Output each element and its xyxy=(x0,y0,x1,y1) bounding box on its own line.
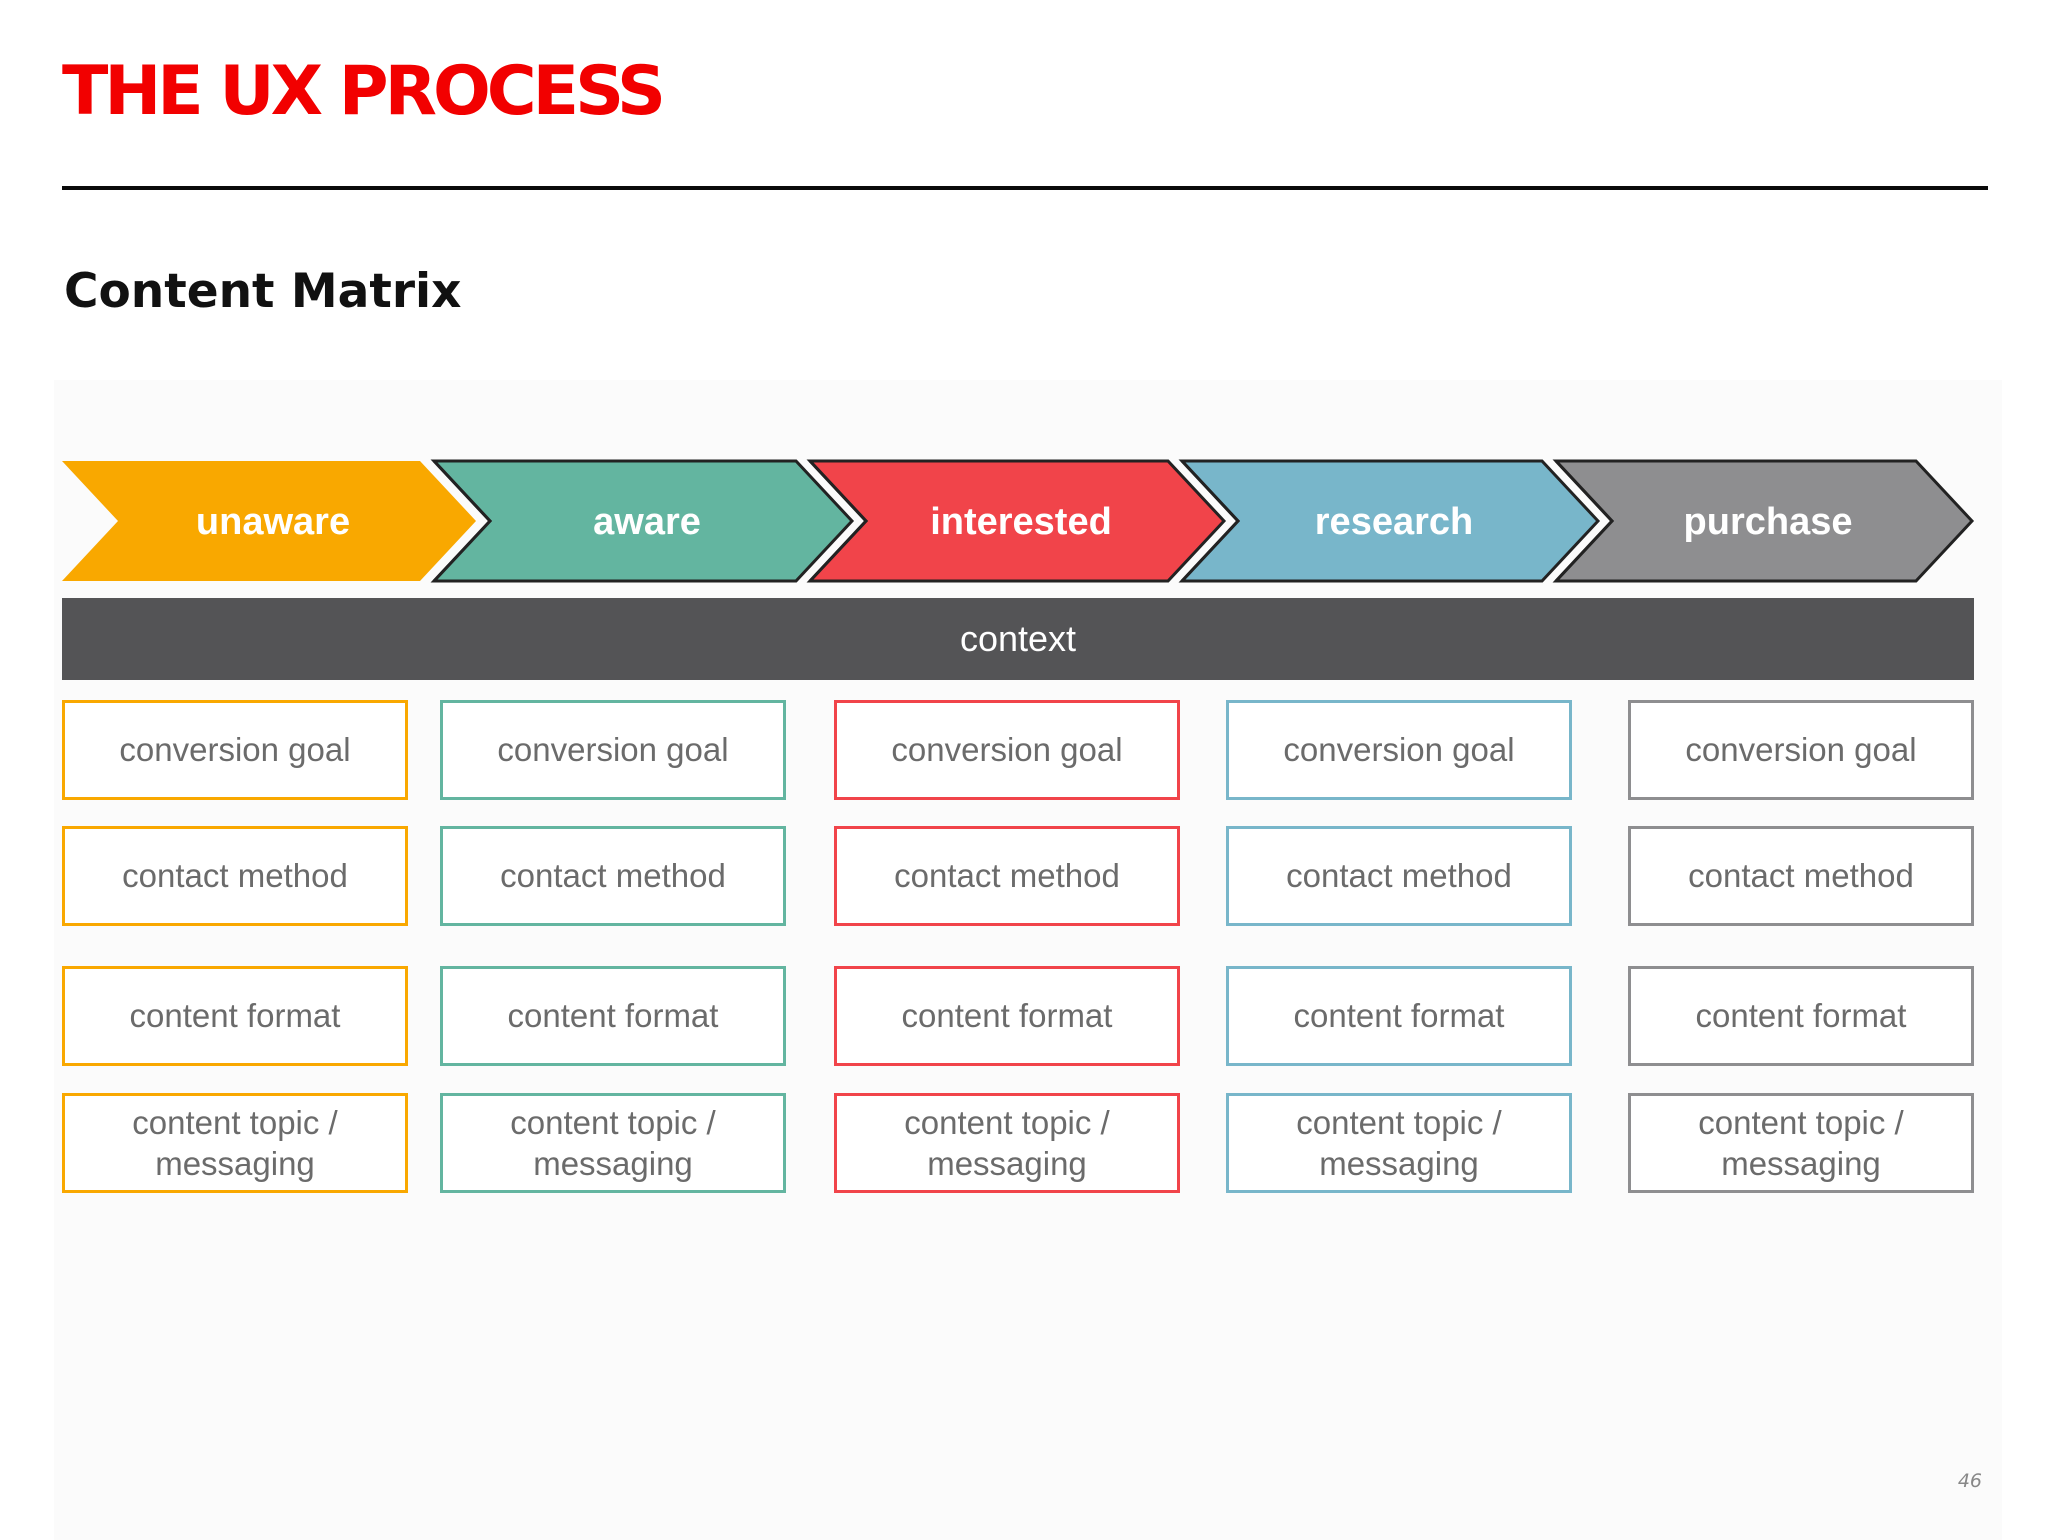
matrix-cell-label: conversion goal xyxy=(1283,731,1515,769)
stage-label-aware: aware xyxy=(593,501,701,543)
matrix-cell-purchase-conversion-goal: conversion goal xyxy=(1628,700,1974,800)
matrix-cell-research-contact-method: contact method xyxy=(1226,826,1572,926)
matrix-cell-purchase-content-topic-messaging: content topic / messaging xyxy=(1628,1093,1974,1193)
stage-arrows: unaware aware interested research purchase xyxy=(62,459,1975,583)
matrix-cell-label: contact method xyxy=(1286,857,1512,895)
matrix-cell-label: content format xyxy=(1293,997,1505,1035)
matrix-cell-label: content format xyxy=(507,997,719,1035)
stage-label-unaware: unaware xyxy=(196,501,350,543)
context-label: context xyxy=(959,618,1077,659)
stage-separator xyxy=(432,459,493,583)
matrix-cell-label: content format xyxy=(901,997,1113,1035)
matrix-cell-label: conversion goal xyxy=(1685,731,1917,769)
matrix-cell-label: content topic / messaging xyxy=(132,1103,338,1182)
matrix-cell-label: contact method xyxy=(500,857,726,895)
matrix-cell-research-content-format: content format xyxy=(1226,966,1572,1066)
matrix-cell-interested-contact-method: contact method xyxy=(834,826,1180,926)
matrix-cell-purchase-contact-method: contact method xyxy=(1628,826,1974,926)
stage-separator xyxy=(1554,459,1615,583)
matrix-cell-interested-content-topic-messaging: content topic / messaging xyxy=(834,1093,1180,1193)
matrix-cell-label: content format xyxy=(1695,997,1907,1035)
matrix-cell-unaware-conversion-goal: conversion goal xyxy=(62,700,408,800)
matrix-cell-purchase-content-format: content format xyxy=(1628,966,1974,1066)
matrix-cell-research-conversion-goal: conversion goal xyxy=(1226,700,1572,800)
context-bar: context xyxy=(62,598,1974,680)
matrix-cell-label: content topic / messaging xyxy=(510,1103,716,1182)
matrix-cell-aware-conversion-goal: conversion goal xyxy=(440,700,786,800)
matrix-cell-aware-content-topic-messaging: content topic / messaging xyxy=(440,1093,786,1193)
matrix-cell-label: content topic / messaging xyxy=(1698,1103,1904,1182)
matrix-cell-interested-conversion-goal: conversion goal xyxy=(834,700,1180,800)
slide-subtitle: Content Matrix xyxy=(64,264,462,319)
matrix-cell-label: contact method xyxy=(894,857,1120,895)
stage-label-research: research xyxy=(1315,501,1473,543)
matrix-cell-interested-content-format: content format xyxy=(834,966,1180,1066)
matrix-cell-label: conversion goal xyxy=(891,731,1123,769)
matrix-cell-label: contact method xyxy=(1688,857,1914,895)
matrix-cell-label: content topic / messaging xyxy=(904,1103,1110,1182)
stage-separator xyxy=(808,459,869,583)
title-divider xyxy=(62,186,1988,190)
stage-label-purchase: purchase xyxy=(1684,501,1853,543)
matrix-cell-aware-content-format: content format xyxy=(440,966,786,1066)
matrix-cell-label: content topic / messaging xyxy=(1296,1103,1502,1182)
slide-title: THE UX PROCESS xyxy=(62,52,666,131)
matrix-cell-label: content format xyxy=(129,997,341,1035)
stage-label-interested: interested xyxy=(930,501,1112,543)
stage-separator xyxy=(1180,459,1241,583)
matrix-cell-research-content-topic-messaging: content topic / messaging xyxy=(1226,1093,1572,1193)
matrix-cell-aware-contact-method: contact method xyxy=(440,826,786,926)
matrix-cell-unaware-content-topic-messaging: content topic / messaging xyxy=(62,1093,408,1193)
matrix-cell-unaware-contact-method: contact method xyxy=(62,826,408,926)
matrix-cell-unaware-content-format: content format xyxy=(62,966,408,1066)
matrix-cell-label: contact method xyxy=(122,857,348,895)
page-number: 46 xyxy=(1957,1470,1982,1492)
matrix-cell-label: conversion goal xyxy=(119,731,351,769)
matrix-cell-label: conversion goal xyxy=(497,731,729,769)
stage-arrow-unaware xyxy=(62,461,476,581)
